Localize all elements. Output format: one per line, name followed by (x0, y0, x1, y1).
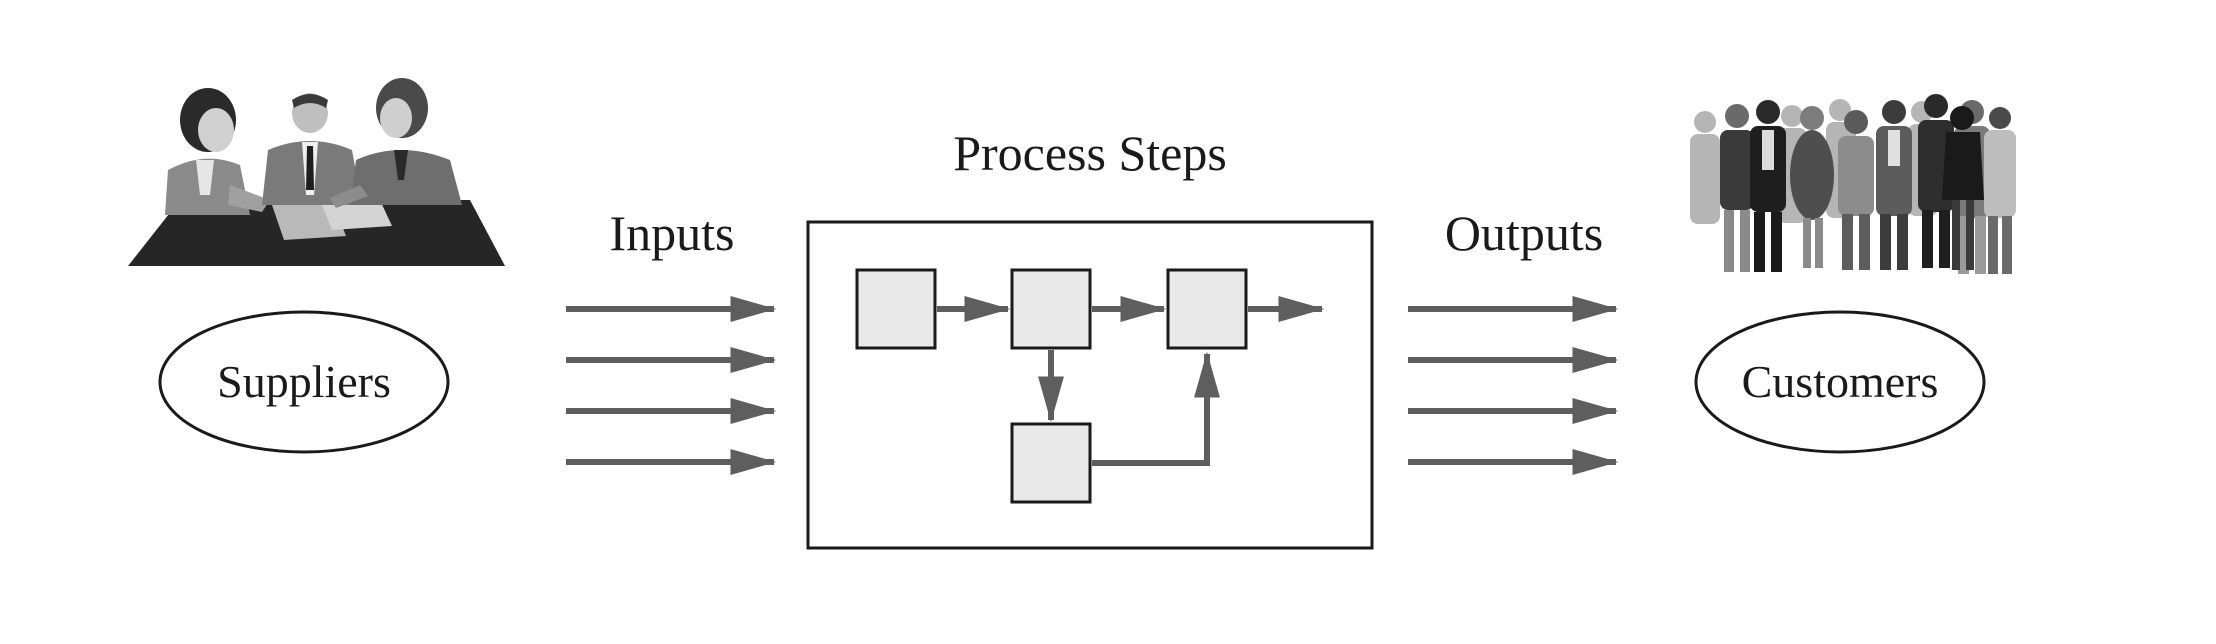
process-step-box (855, 268, 937, 350)
people-meeting-icon (128, 78, 505, 266)
outputs-label: Outputs (1445, 205, 1603, 261)
suppliers-label: Suppliers (217, 356, 391, 407)
inputs-label: Inputs (610, 205, 735, 261)
customers-node: Customers (1694, 310, 1986, 454)
process-step-box (1010, 422, 1092, 504)
crowd-of-people-icon (1690, 94, 2016, 274)
output-arrows (1408, 296, 1619, 475)
suppliers-node: Suppliers (158, 310, 450, 454)
process-box (806, 220, 1374, 550)
process-step-box (1010, 268, 1092, 350)
flow-arrow (1092, 351, 1220, 466)
input-arrows (566, 296, 777, 475)
process-steps-label: Process Steps (953, 125, 1227, 181)
customers-label: Customers (1742, 356, 1939, 407)
process-step-box (1166, 268, 1248, 350)
